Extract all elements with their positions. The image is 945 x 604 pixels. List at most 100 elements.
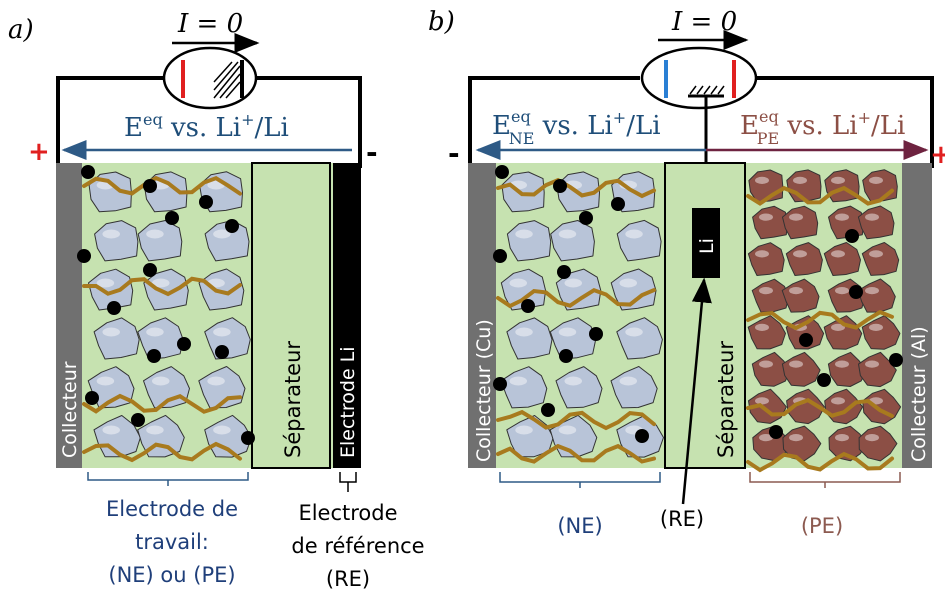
voltmeter-b bbox=[640, 46, 758, 110]
ne-label: (NE) bbox=[557, 514, 602, 538]
li-reference-electrode bbox=[692, 208, 720, 278]
carbon-dot bbox=[541, 403, 555, 417]
circuit-wire-a bbox=[56, 76, 362, 168]
ne-particle-highlight bbox=[102, 327, 120, 337]
pe-particle-highlight bbox=[793, 250, 807, 258]
carbon-dot bbox=[635, 429, 649, 443]
carbon-dot bbox=[143, 179, 157, 193]
ne-particle-highlight bbox=[152, 278, 170, 288]
minus-sign-b: - bbox=[448, 137, 460, 170]
li-electrode-label-a: Electrode Li bbox=[337, 346, 359, 458]
current-label-a: I = 0 bbox=[177, 9, 243, 39]
ne-particle-highlight bbox=[558, 229, 577, 239]
ne-particle-highlight bbox=[152, 376, 170, 386]
ground-hatch-icon bbox=[213, 61, 241, 99]
binder-strand bbox=[82, 175, 242, 196]
pe-particle bbox=[782, 205, 819, 240]
re-label: (RE) bbox=[660, 507, 704, 531]
pe-particle-highlight bbox=[758, 287, 773, 295]
carbon-dot bbox=[81, 165, 95, 179]
ne-particle-highlight bbox=[213, 425, 231, 435]
working-label-line-2: travail: bbox=[135, 530, 209, 554]
ne-particle bbox=[93, 317, 140, 360]
pe-particle-highlight bbox=[831, 176, 845, 184]
li-reference-label: Li bbox=[696, 238, 718, 254]
panel-a-label: a) bbox=[8, 15, 34, 45]
pe-particle-highlight bbox=[831, 250, 845, 258]
ne-particle-highlight bbox=[558, 327, 577, 337]
ne-particle bbox=[555, 366, 603, 409]
carbon-dot bbox=[493, 249, 507, 263]
pe-particle-highlight bbox=[869, 176, 883, 184]
pe-particle-highlight bbox=[793, 176, 807, 184]
pe-particle-highlight bbox=[789, 434, 804, 442]
working-label-line-1: Electrode de bbox=[106, 497, 238, 521]
ne-particle-highlight bbox=[509, 278, 527, 288]
pe-particle bbox=[786, 388, 825, 425]
binder-strand bbox=[496, 287, 656, 309]
pe-particle-highlight bbox=[834, 213, 849, 221]
pe-particle bbox=[858, 351, 897, 388]
pe-particle-highlight bbox=[869, 250, 883, 258]
working-label-line-3: (NE) ou (PE) bbox=[108, 563, 235, 587]
ne-particle-highlight bbox=[102, 425, 120, 435]
ne-particle-highlight bbox=[515, 229, 533, 239]
pe-particle-highlight bbox=[865, 287, 880, 295]
ne-particle bbox=[506, 317, 553, 360]
carbon-dot bbox=[225, 219, 239, 233]
current-label-b: I = 0 bbox=[671, 7, 737, 37]
reference-bracket bbox=[339, 472, 357, 492]
ne-particle bbox=[137, 317, 184, 360]
carbon-dot bbox=[177, 337, 191, 351]
carbon-dot bbox=[769, 425, 783, 439]
ne-particle-highlight bbox=[625, 229, 643, 239]
reference-label-line-1: Electrode bbox=[298, 501, 397, 525]
pe-particle-highlight bbox=[789, 213, 804, 221]
ne-particle bbox=[88, 268, 134, 311]
carbon-dot bbox=[557, 265, 571, 279]
pe-particle bbox=[781, 278, 820, 313]
pe-particle-highlight bbox=[865, 213, 880, 221]
carbon-dot bbox=[611, 197, 625, 211]
carbon-dot bbox=[495, 165, 509, 179]
binder-strand bbox=[82, 441, 242, 463]
collector-al-label: Collecteur (Al) bbox=[908, 326, 930, 462]
ne-particle bbox=[555, 268, 602, 311]
ne-particle-highlight bbox=[564, 376, 582, 386]
ne-particle bbox=[616, 219, 662, 262]
separator-a bbox=[251, 162, 331, 469]
pe-particle-highlight bbox=[758, 434, 773, 442]
binder-strand bbox=[496, 443, 656, 464]
binder-strand bbox=[746, 309, 894, 331]
carbon-dot bbox=[85, 391, 99, 405]
ne-particle bbox=[506, 220, 552, 262]
ne-particle-highlight bbox=[619, 376, 637, 386]
pe-particles-b bbox=[747, 169, 902, 462]
carbon-dot bbox=[817, 373, 831, 387]
ne-particle-highlight bbox=[207, 376, 225, 386]
carbon-dot bbox=[199, 195, 213, 209]
carbon-dot bbox=[147, 349, 161, 363]
pe-particle-highlight bbox=[755, 397, 769, 405]
pe-particle-highlight bbox=[834, 434, 849, 442]
binder-strand bbox=[496, 409, 656, 431]
pe-particle bbox=[751, 351, 791, 387]
ne-particle bbox=[143, 268, 189, 311]
carbon-dot bbox=[521, 299, 535, 313]
ne-particles-b bbox=[500, 171, 664, 458]
binder-network-b bbox=[496, 177, 894, 473]
ne-particle bbox=[500, 268, 547, 311]
carbon-dot bbox=[493, 377, 507, 391]
pe-particle-highlight bbox=[834, 360, 849, 368]
carbon-dot bbox=[579, 211, 593, 225]
carbon-dot bbox=[845, 229, 859, 243]
ground-hatch-icon-b bbox=[689, 85, 725, 95]
ne-particle-highlight bbox=[515, 327, 533, 337]
pe-particle-highlight bbox=[755, 250, 769, 258]
pe-particle-highlight bbox=[831, 397, 845, 405]
binder-strand bbox=[746, 185, 894, 206]
binder-strand bbox=[82, 276, 242, 297]
pe-particle bbox=[785, 242, 823, 276]
